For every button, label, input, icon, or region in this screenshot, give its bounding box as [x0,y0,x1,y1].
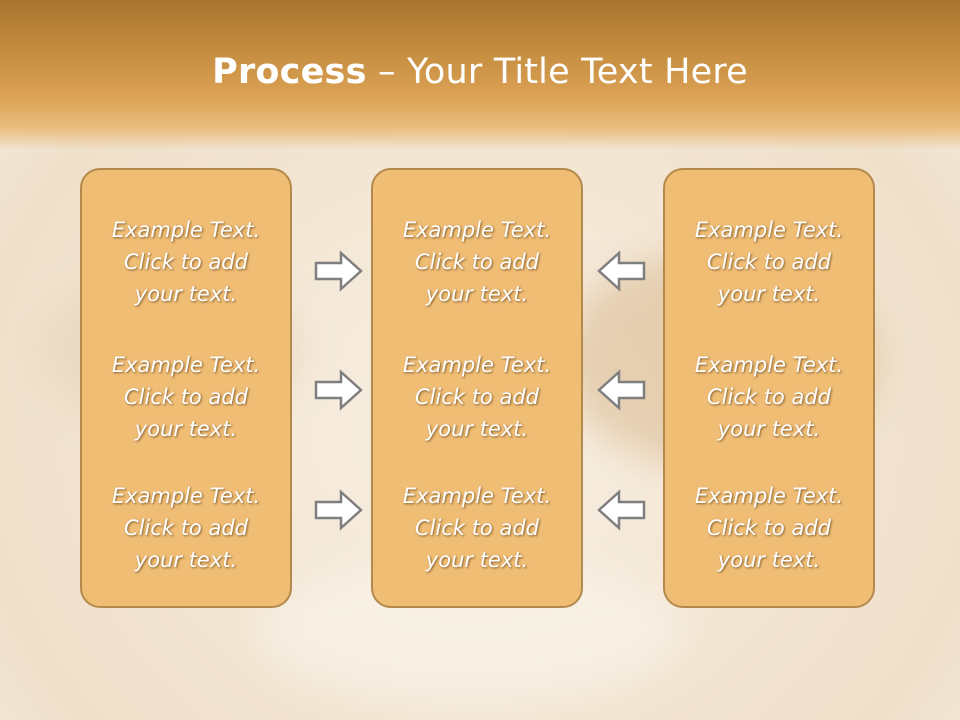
arrow-right-icon [314,369,363,411]
arrow-left-icon [597,369,646,411]
center-panel-text-2[interactable]: Example Text. Click to add your text. [402,353,552,441]
center-panel-text-1[interactable]: Example Text. Click to add your text. [402,218,552,306]
arrow-right-icon [314,489,363,531]
title-bold: Process [212,52,367,92]
title-rest: – Your Title Text Here [366,52,748,92]
center-panel-text-3[interactable]: Example Text. Click to add your text. [402,484,552,572]
right-panel-text-3[interactable]: Example Text. Click to add your text. [694,484,844,572]
header-band [0,0,960,150]
arrow-left-icon [597,489,646,531]
arrow-right-icon [314,250,363,292]
left-panel-text-1[interactable]: Example Text. Click to add your text. [111,218,261,306]
right-panel[interactable]: Example Text. Click to add your text. Ex… [663,168,875,608]
left-panel[interactable]: Example Text. Click to add your text. Ex… [80,168,292,608]
arrow-left-icon [597,250,646,292]
left-panel-text-2[interactable]: Example Text. Click to add your text. [111,353,261,441]
slide-title[interactable]: Process – Your Title Text Here [0,52,960,92]
center-panel[interactable]: Example Text. Click to add your text. Ex… [371,168,583,608]
right-panel-text-1[interactable]: Example Text. Click to add your text. [694,218,844,306]
right-panel-text-2[interactable]: Example Text. Click to add your text. [694,353,844,441]
left-panel-text-3[interactable]: Example Text. Click to add your text. [111,484,261,572]
